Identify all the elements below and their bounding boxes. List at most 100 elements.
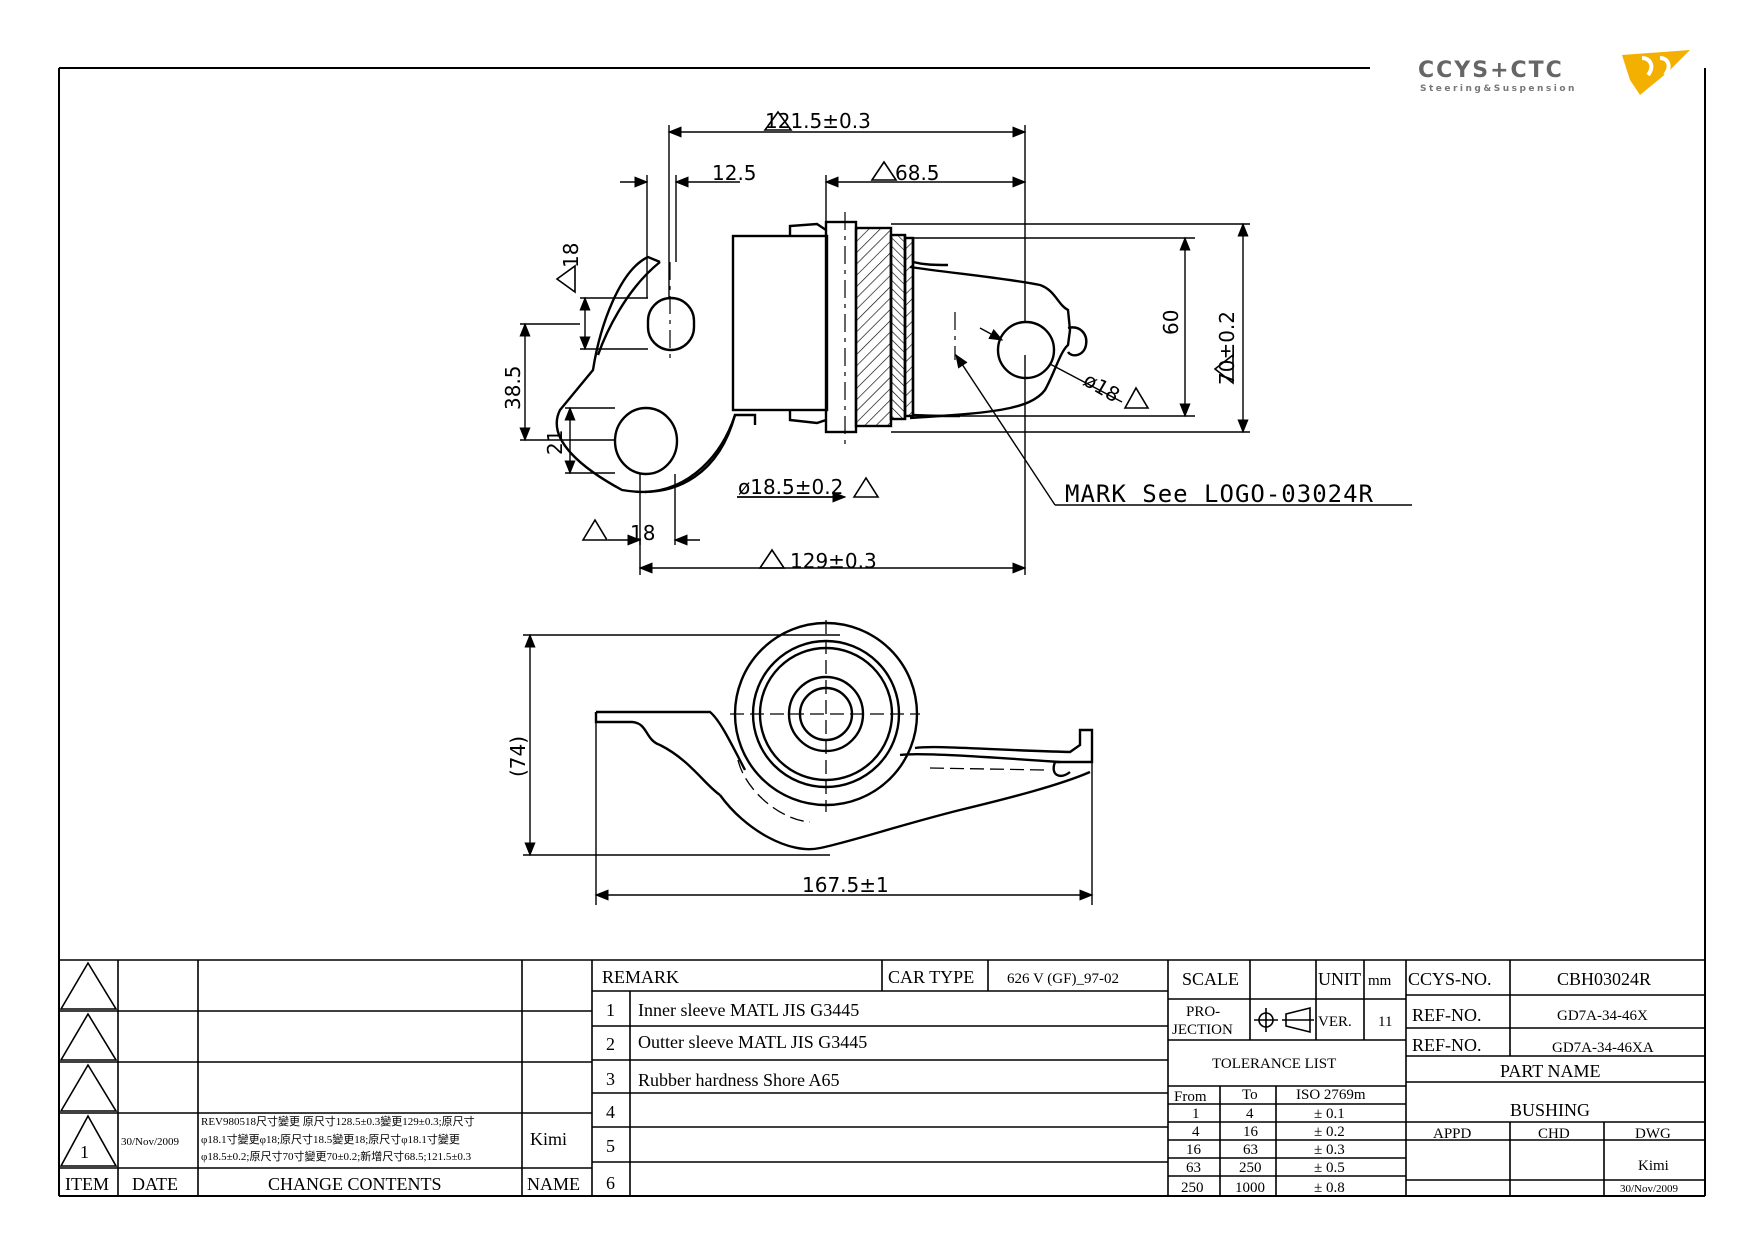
dim-dia18-5: ø18.5±0.2 bbox=[738, 475, 843, 499]
ver-value: 11 bbox=[1378, 1014, 1392, 1030]
tol-value: ± 0.1 bbox=[1314, 1106, 1345, 1122]
triangle-icon bbox=[555, 264, 576, 294]
rev-date: 30/Nov/2009 bbox=[121, 1136, 180, 1148]
ver-label: VER. bbox=[1318, 1014, 1352, 1030]
dimension-labels-side: (74) 167.5±1 bbox=[506, 736, 889, 897]
scale-label: SCALE bbox=[1182, 969, 1239, 989]
drawing-date: 30/Nov/2009 bbox=[1620, 1183, 1679, 1195]
remark-row-text: Rubber hardness Shore A65 bbox=[638, 1070, 839, 1090]
top-view bbox=[555, 220, 1088, 494]
tol-from: 1 bbox=[1192, 1106, 1200, 1122]
tol-to: 250 bbox=[1239, 1160, 1262, 1176]
rev-change-line1: REV980518尺寸變更 原尺寸128.5±0.3變更129±0.3;原尺寸 bbox=[201, 1114, 475, 1128]
tol-value: ± 0.3 bbox=[1314, 1142, 1345, 1158]
tol-from: 16 bbox=[1186, 1142, 1202, 1158]
rev-change-line2: φ18.1寸變更φ18;原尺寸18.5變更18;原尺寸φ18.1寸變更 bbox=[201, 1132, 460, 1146]
dim-18-horizontal: 18 bbox=[630, 521, 655, 545]
part-name-label: PART NAME bbox=[1500, 1061, 1600, 1081]
logo-brand: CCYS+CTC bbox=[1418, 58, 1564, 83]
remark-row-num: 6 bbox=[606, 1173, 615, 1193]
dim-121: 121.5±0.3 bbox=[765, 109, 871, 133]
side-view-hidden-lines bbox=[730, 620, 1046, 823]
ref-label-1: REF-NO. bbox=[1412, 1005, 1482, 1025]
triangle-icon bbox=[763, 110, 793, 131]
rev-item: 1 bbox=[80, 1142, 89, 1162]
logo-swoosh-icon bbox=[1622, 50, 1690, 95]
chd-label: CHD bbox=[1538, 1126, 1570, 1142]
dim-74: (74) bbox=[506, 736, 530, 777]
triangle-icon bbox=[581, 518, 609, 541]
side-view bbox=[594, 621, 1094, 851]
logo-tagline: Steering&Suspension bbox=[1420, 84, 1577, 94]
tol-iso-header: ISO 2769m bbox=[1296, 1087, 1366, 1103]
tol-value: ± 0.8 bbox=[1314, 1180, 1345, 1196]
part-info-block: CCYS-NO. CBH03024R REF-NO. GD7A-34-46X R… bbox=[1408, 969, 1679, 1195]
tolerance-title: TOLERANCE LIST bbox=[1212, 1056, 1336, 1072]
projection-label: PRO- bbox=[1186, 1004, 1220, 1020]
triangle-icon bbox=[1213, 353, 1234, 385]
dimensions-side bbox=[523, 633, 1094, 905]
header-item: ITEM bbox=[65, 1174, 109, 1194]
scale-tolerance-block: SCALE UNIT mm PRO- JECTION VER. 11 TOLER… bbox=[1172, 969, 1392, 1196]
header-change: CHANGE CONTENTS bbox=[268, 1174, 442, 1194]
tol-to: 4 bbox=[1246, 1106, 1254, 1122]
revision-table: ITEM DATE CHANGE CONTENTS NAME 1 30/Nov/… bbox=[65, 1114, 580, 1194]
car-type-label: CAR TYPE bbox=[888, 967, 974, 987]
remark-row-num: 5 bbox=[606, 1136, 615, 1156]
title-block-grid bbox=[59, 959, 1705, 1196]
remark-row-num: 4 bbox=[606, 1102, 615, 1122]
dim-68: 68.5 bbox=[895, 161, 940, 185]
appd-label: APPD bbox=[1433, 1126, 1472, 1142]
mark-note: MARK See LOGO-03024R bbox=[1065, 480, 1374, 508]
dim-167: 167.5±1 bbox=[802, 873, 889, 897]
tol-from: 250 bbox=[1181, 1180, 1204, 1196]
dimension-labels-top: 121.5±0.3 12.5 68.5 18 38.5 21 60 70±0.2… bbox=[501, 109, 1374, 573]
tol-to-header: To bbox=[1242, 1087, 1258, 1103]
projection-label-2: JECTION bbox=[1172, 1022, 1233, 1038]
drawer-name: Kimi bbox=[1638, 1158, 1669, 1174]
triangle-icon bbox=[852, 476, 880, 498]
part-name: BUSHING bbox=[1510, 1100, 1590, 1120]
centerlines-top bbox=[669, 212, 956, 445]
ccys-label: CCYS-NO. bbox=[1408, 969, 1492, 989]
remark-row-text: Inner sleeve MATL JIS G3445 bbox=[638, 1000, 859, 1020]
tol-from: 4 bbox=[1192, 1124, 1200, 1140]
dim-70: 70±0.2 bbox=[1215, 311, 1239, 385]
ref-label-2: REF-NO. bbox=[1412, 1035, 1482, 1055]
remark-table: REMARK CAR TYPE 626 V (GF)_97-02 1 Inner… bbox=[602, 967, 1119, 1193]
dim-38: 38.5 bbox=[501, 365, 525, 410]
remark-row-num: 1 bbox=[606, 1000, 615, 1020]
unit-value: mm bbox=[1368, 973, 1392, 989]
ref-number-2: GD7A-34-46XA bbox=[1552, 1040, 1654, 1056]
tol-to: 63 bbox=[1243, 1142, 1258, 1158]
triangle-icon bbox=[1123, 386, 1150, 409]
rev-name: Kimi bbox=[530, 1129, 567, 1149]
dim-60: 60 bbox=[1159, 310, 1183, 335]
header-date: DATE bbox=[132, 1174, 178, 1194]
tol-from-header: From bbox=[1174, 1089, 1207, 1105]
dim-12: 12.5 bbox=[712, 161, 757, 185]
ref-number-1: GD7A-34-46X bbox=[1557, 1008, 1648, 1024]
tol-value: ± 0.5 bbox=[1314, 1160, 1345, 1176]
car-type: 626 V (GF)_97-02 bbox=[1007, 971, 1119, 987]
remark-row-text: Outter sleeve MATL JIS G3445 bbox=[638, 1032, 867, 1052]
critical-dimension-triangles bbox=[555, 110, 1234, 569]
ccys-number: CBH03024R bbox=[1557, 969, 1651, 989]
dim-dia18: ø18 bbox=[1080, 368, 1125, 408]
remark-row-num: 2 bbox=[606, 1034, 615, 1054]
triangle-icon bbox=[870, 160, 898, 181]
header-name: NAME bbox=[527, 1174, 580, 1194]
dim-21: 21 bbox=[543, 430, 567, 455]
company-logo: CCYS+CTC Steering&Suspension bbox=[1418, 50, 1690, 95]
dwg-label: DWG bbox=[1635, 1126, 1671, 1142]
unit-label: UNIT bbox=[1318, 969, 1361, 989]
tol-value: ± 0.2 bbox=[1314, 1124, 1345, 1140]
rev-change-line3: φ18.5±0.2;原尺寸70寸變更70±0.2;新增尺寸68.5;121.5±… bbox=[201, 1149, 472, 1163]
remark-row-num: 3 bbox=[606, 1069, 615, 1089]
tol-to: 1000 bbox=[1235, 1180, 1265, 1196]
dim-18-vertical: 18 bbox=[559, 243, 583, 268]
triangle-icon bbox=[758, 548, 786, 569]
remark-header: REMARK bbox=[602, 967, 679, 987]
tol-to: 16 bbox=[1243, 1124, 1259, 1140]
